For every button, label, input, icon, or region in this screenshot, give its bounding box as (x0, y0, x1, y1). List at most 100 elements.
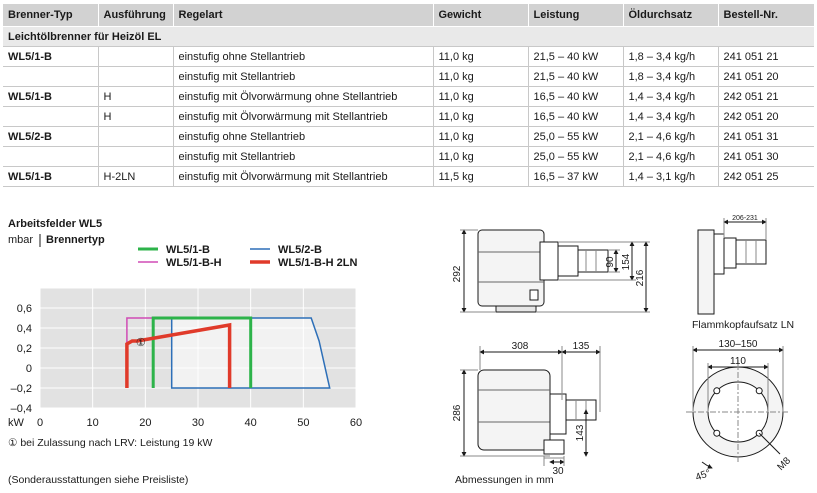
cell-gewicht: 11,0 kg (432, 126, 528, 147)
chart-legend: WL5/1-B WL5/2-B WL5/1-B-H WL5/1-B-H 2LN (138, 244, 358, 269)
header-oeldurchsatz: Öldurchsatz (622, 4, 718, 27)
cell-oeldurchsatz: 2,1 – 4,6 kg/h (622, 126, 718, 147)
cell-regelart: einstufig mit Ölvorwärmung mit Stellantr… (172, 166, 433, 187)
cell-oeldurchsatz: 1,4 – 3,4 kg/h (622, 86, 718, 107)
table-row: einstufig mit Stellantrieb 11,0 kg 21,5 … (3, 66, 814, 87)
cell-gewicht: 11,5 kg (432, 166, 528, 187)
burner-front-view (460, 346, 601, 466)
chart-y-tick-label: –0,2 (11, 383, 32, 395)
chart-y-tick-label: 0,6 (17, 303, 32, 315)
table-row: WL5/2-B einstufig ohne Stellantrieb 11,0… (3, 126, 814, 147)
cell-regelart: einstufig mit Ölvorwärmung mit Stellantr… (172, 106, 433, 127)
cell-oeldurchsatz: 2,1 – 4,6 kg/h (622, 146, 718, 167)
burner-spec-table: Brenner-Typ Ausführung Regelart Gewicht … (3, 4, 814, 187)
flammkopf-caption: Flammkopfaufsatz LN (692, 319, 795, 331)
series-wl5-1-b-h-2ln (125, 322, 232, 388)
cell-type: WL5/1-B (3, 46, 98, 67)
legend-label-wl5-1-b: WL5/1-B (166, 244, 210, 256)
cell-type (3, 146, 98, 167)
dim-216: 216 (635, 269, 646, 286)
table-row: WL5/1-B H einstufig mit Ölvorwärmung ohn… (3, 86, 814, 107)
legend-label-wl5-2-b: WL5/2-B (278, 244, 322, 256)
chart-y-tick-label: 0,4 (17, 323, 32, 335)
cell-leistung: 25,0 – 55 kW (527, 146, 623, 167)
cell-leistung: 25,0 – 55 kW (527, 126, 623, 147)
cell-oeldurchsatz: 1,4 – 3,1 kg/h (622, 166, 718, 187)
table-row: einstufig mit Stellantrieb 11,0 kg 25,0 … (3, 146, 814, 167)
dim-292: 292 (452, 265, 463, 282)
header-ausfuehrung: Ausführung (97, 4, 173, 27)
dim-45-deg: 45° (694, 468, 712, 484)
chart-y-tick-label: 0 (26, 363, 32, 375)
cell-ausfuehrung (97, 46, 173, 67)
cell-ausfuehrung: H-2LN (97, 166, 173, 187)
series-wl5-1-b (151, 316, 253, 388)
cell-leistung: 21,5 – 40 kW (527, 66, 623, 87)
header-bestell-nr: Bestell-Nr. (717, 4, 814, 27)
table-row: WL5/1-B H-2LN einstufig mit Ölvorwärmung… (3, 166, 814, 187)
dim-143: 143 (575, 424, 586, 441)
cell-gewicht: 11,0 kg (432, 86, 528, 107)
cell-leistung: 16,5 – 40 kW (527, 86, 623, 107)
cell-regelart: einstufig mit Stellantrieb (172, 146, 433, 167)
sonderausstattung-note: (Sonderausstattungen siehe Preisliste) (8, 474, 189, 486)
dim-154: 154 (621, 253, 632, 270)
cell-bestell-nr: 242 051 25 (717, 166, 814, 187)
flammkopf-view (697, 218, 767, 315)
cell-bestell-nr: 242 051 20 (717, 106, 814, 127)
cell-leistung: 21,5 – 40 kW (527, 46, 623, 67)
abmessungen-caption: Abmessungen in mm (455, 474, 554, 486)
cell-ausfuehrung: H (97, 86, 173, 107)
flange-view (686, 346, 790, 469)
cell-gewicht: 11,0 kg (432, 146, 528, 167)
chart-x-tick-label: 20 (139, 417, 151, 429)
dimension-drawings: 292 90 154 216 206-231 308 1 (452, 215, 793, 484)
arbeitsfelder-chart: Arbeitsfelder WL5 mbar Brennertyp WL5/1-… (8, 218, 362, 429)
burner-side-view (460, 229, 650, 313)
dim-110: 110 (730, 356, 746, 367)
legend-label-wl5-1-b-h: WL5/1-B-H (166, 257, 222, 269)
chart-title: Arbeitsfelder WL5 (8, 218, 102, 230)
chart-x-tick-label: 10 (87, 417, 99, 429)
chart-xlabel: kW (8, 417, 25, 429)
cell-oeldurchsatz: 1,4 – 3,4 kg/h (622, 106, 718, 127)
chart-annotation: ① (136, 337, 146, 349)
cell-ausfuehrung (97, 146, 173, 167)
legend-label-wl5-1-b-h-2ln: WL5/1-B-H 2LN (278, 257, 358, 269)
cell-bestell-nr: 241 051 31 (717, 126, 814, 147)
chart-x-tick-label: 40 (245, 417, 257, 429)
dim-m8: M8 (775, 455, 793, 473)
cell-leistung: 16,5 – 37 kW (527, 166, 623, 187)
cell-oeldurchsatz: 1,8 – 3,4 kg/h (622, 66, 718, 87)
chart-x-tick-label: 0 (37, 417, 43, 429)
chart-ylabel: mbar (8, 234, 33, 246)
header-regelart: Regelart (172, 4, 433, 27)
cell-ausfuehrung (97, 126, 173, 147)
cell-bestell-nr: 241 051 21 (717, 46, 814, 67)
table-row: H einstufig mit Ölvorwärmung mit Stellan… (3, 106, 814, 127)
cell-bestell-nr: 242 051 21 (717, 86, 814, 107)
cell-type: WL5/2-B (3, 126, 98, 147)
chart-x-tick-label: 30 (192, 417, 204, 429)
cell-gewicht: 11,0 kg (432, 106, 528, 127)
cell-type (3, 106, 98, 127)
cell-type (3, 66, 98, 87)
cell-type: WL5/1-B (3, 86, 98, 107)
dim-308: 308 (512, 341, 529, 352)
table-section-row: Leichtölbrenner für Heizöl EL (3, 26, 814, 47)
table-row: WL5/1-B einstufig ohne Stellantrieb 11,0… (3, 46, 814, 67)
cell-regelart: einstufig mit Ölvorwärmung ohne Stellant… (172, 86, 433, 107)
chart-y-tick-label: 0,2 (17, 343, 32, 355)
cell-regelart: einstufig ohne Stellantrieb (172, 46, 433, 67)
dim-90: 90 (605, 256, 616, 268)
chart-x-tick-label: 50 (297, 417, 309, 429)
header-leistung: Leistung (527, 4, 623, 27)
cell-leistung: 16,5 – 40 kW (527, 106, 623, 127)
cell-regelart: einstufig mit Stellantrieb (172, 66, 433, 87)
cell-ausfuehrung (97, 66, 173, 87)
header-gewicht: Gewicht (432, 4, 528, 27)
section-title: Leichtölbrenner für Heizöl EL (3, 26, 814, 47)
dim-30: 30 (552, 466, 564, 477)
chart-legend-title: Brennertyp (46, 234, 105, 246)
